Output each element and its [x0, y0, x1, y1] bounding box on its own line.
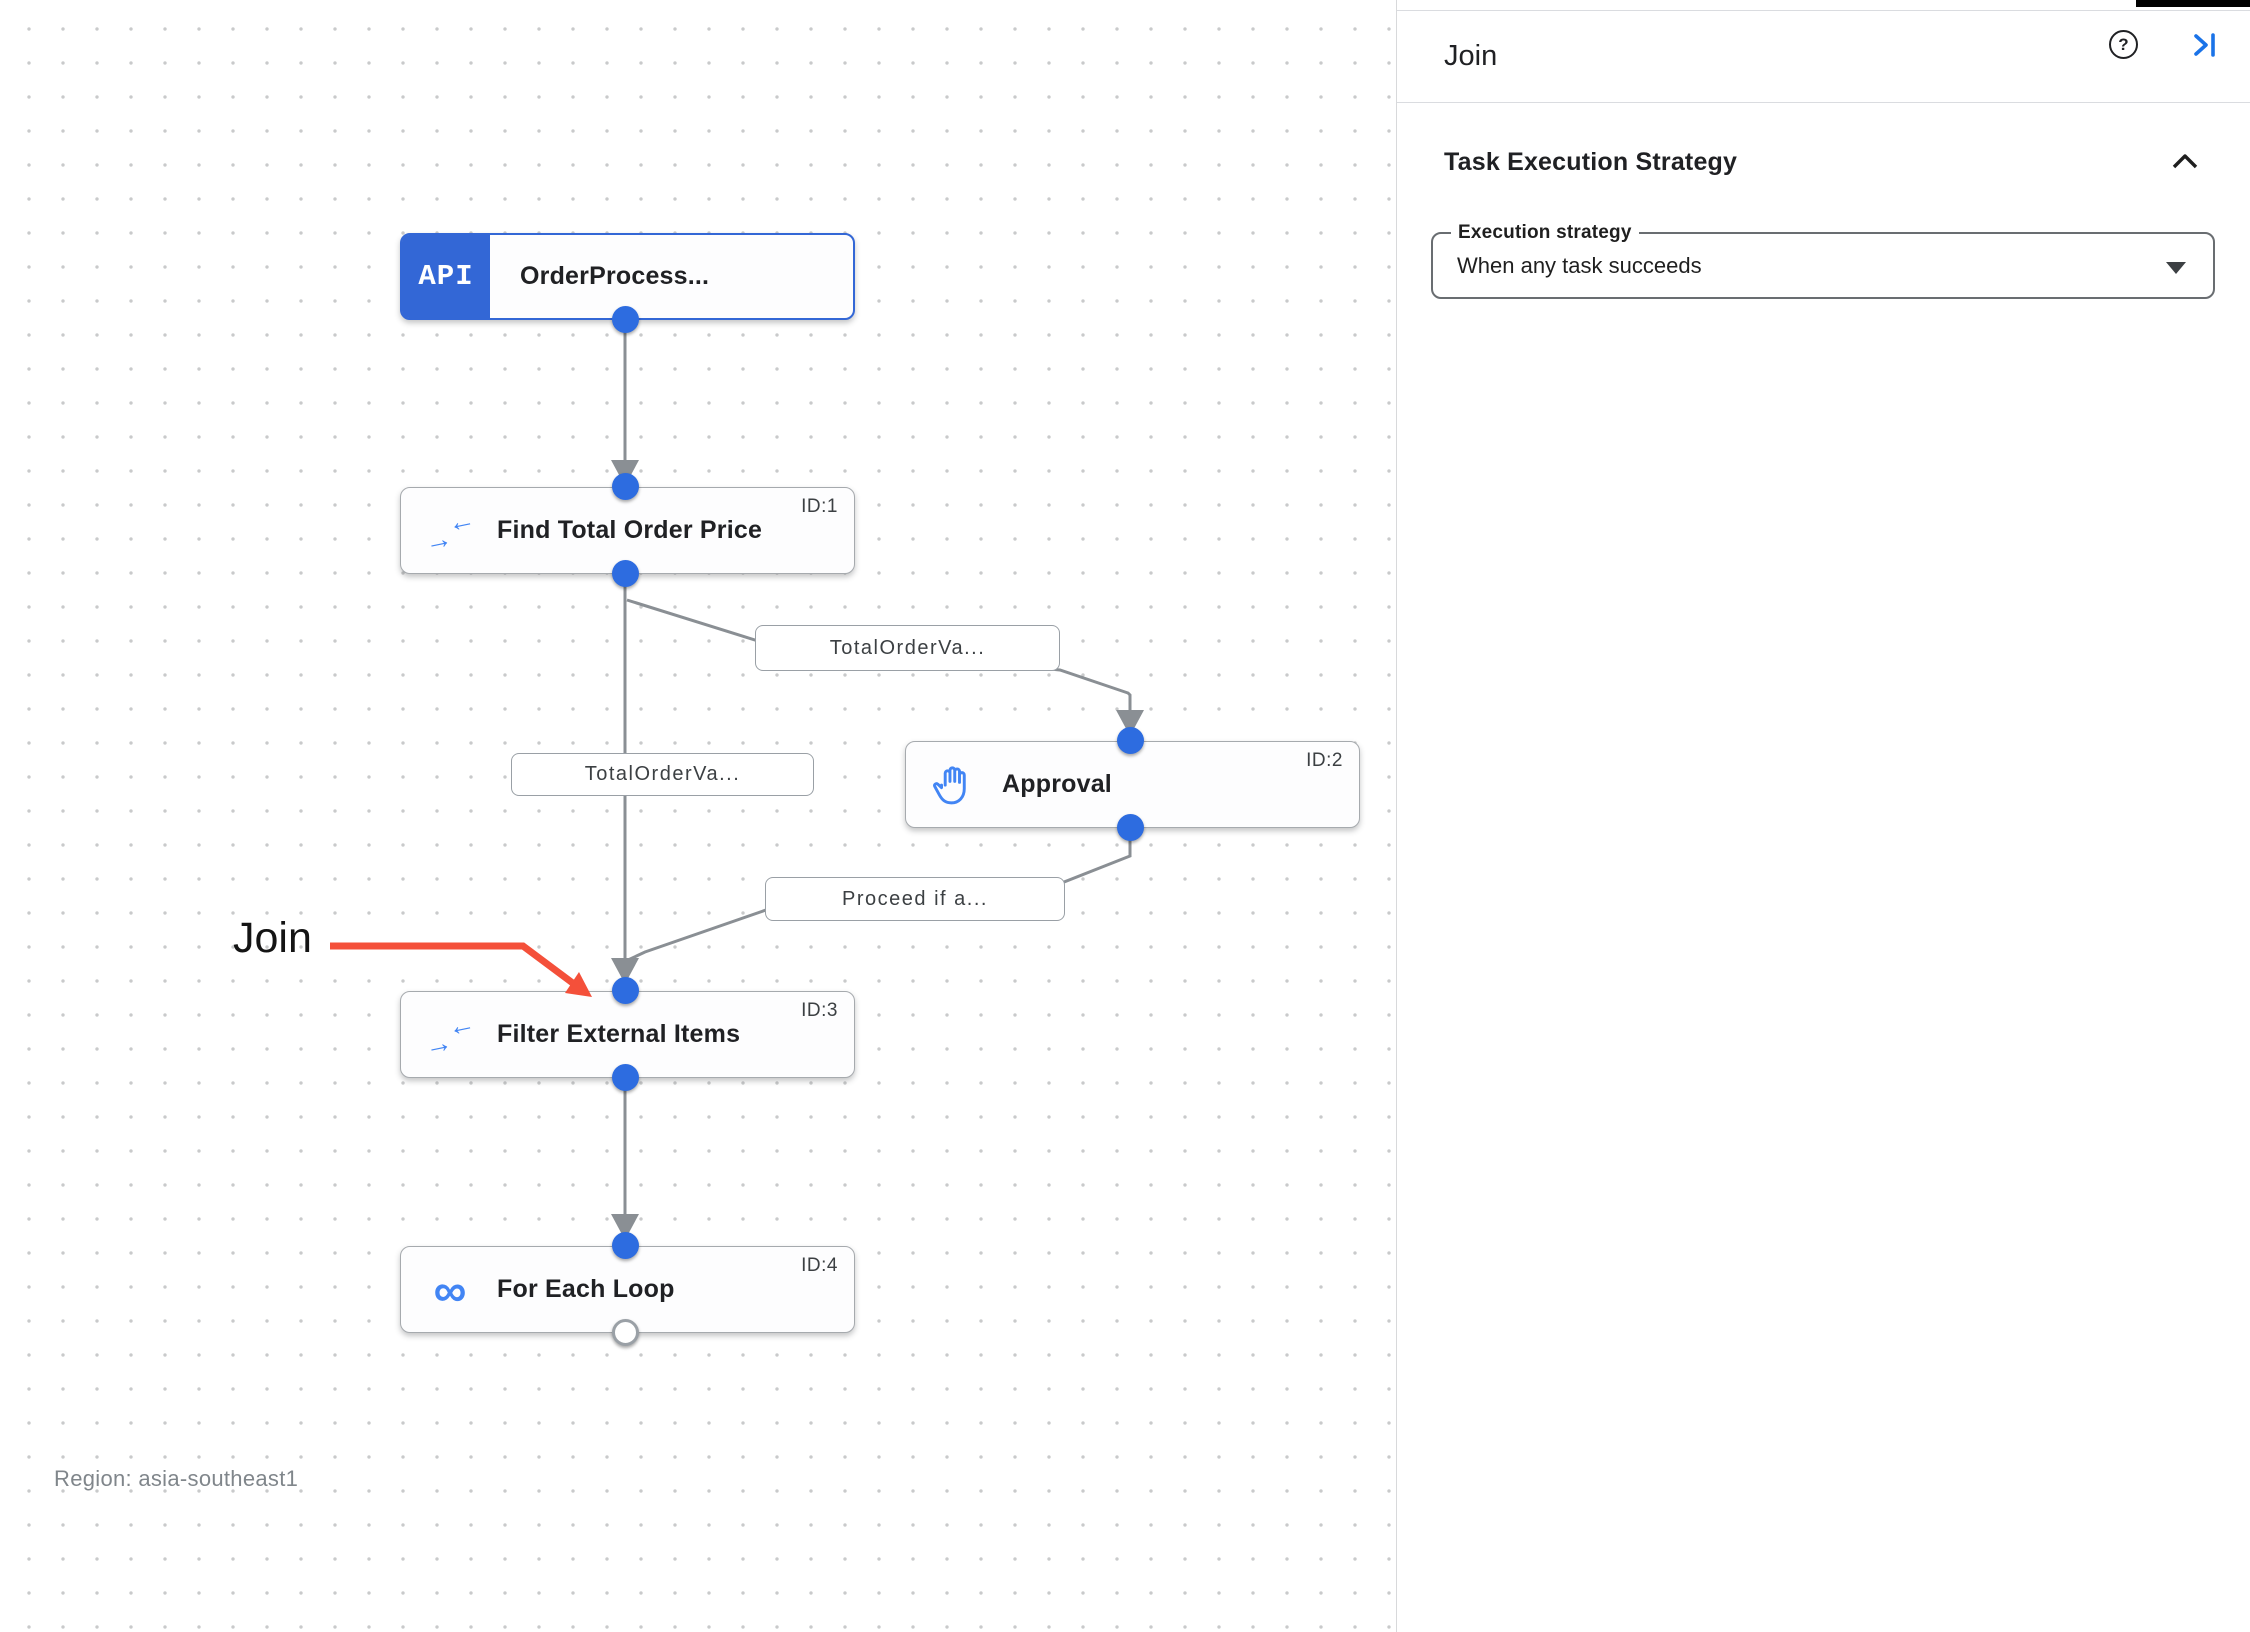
node-id-badge: ID:1	[801, 496, 838, 517]
node-id-badge: ID:3	[801, 1000, 838, 1021]
task-execution-strategy-section[interactable]: Task Execution Strategy	[1444, 148, 2204, 177]
panel-header: Join	[1397, 11, 2250, 103]
config-panel: Join ? Task Execution Strategy Execution…	[1396, 0, 2250, 1632]
node-title: Filter External Items	[497, 1020, 741, 1048]
node-title: Approval	[1002, 770, 1112, 798]
map-arrow-left-glyph: ←	[445, 1007, 478, 1042]
connection-dot-foreach-out-open[interactable]	[612, 1319, 639, 1346]
top-black-bar	[2136, 0, 2250, 7]
node-title: OrderProcess...	[520, 262, 710, 290]
connection-dot-findprice-in[interactable]	[612, 473, 639, 500]
node-for-each-loop[interactable]: ∞ For Each Loop ID:4	[400, 1246, 855, 1333]
node-find-total-order-price[interactable]: → ← Find Total Order Price ID:1	[400, 487, 855, 574]
hand-approval-icon	[932, 762, 978, 808]
infinity-glyph: ∞	[433, 1263, 467, 1316]
node-title: Find Total Order Price	[497, 516, 763, 544]
connection-dot-approval-out[interactable]	[1117, 814, 1144, 841]
help-glyph: ?	[2118, 34, 2129, 54]
edge-label-text: TotalOrderVa...	[584, 763, 741, 785]
workflow-canvas[interactable]: TotalOrderVa... TotalOrderVa... Proceed …	[0, 0, 1396, 1632]
api-trigger-badge: API	[402, 235, 490, 318]
connection-dot-foreach-in[interactable]	[612, 1232, 639, 1259]
execution-strategy-label: Execution strategy	[1451, 222, 1639, 244]
caret-down-icon	[2166, 262, 2186, 274]
data-mapping-icon: → ←	[422, 1007, 478, 1061]
connection-dot-filter-in-join[interactable]	[612, 977, 639, 1004]
connection-dot-findprice-out[interactable]	[612, 560, 639, 587]
execution-strategy-select[interactable]: Execution strategy When any task succeed…	[1431, 222, 2215, 299]
node-id-badge: ID:4	[801, 1255, 838, 1276]
connection-dot-approval-in[interactable]	[1117, 727, 1144, 754]
edge-label-text: TotalOrderVa...	[829, 636, 986, 659]
join-annotation-label: Join	[233, 914, 312, 962]
panel-title: Join	[1444, 40, 1498, 72]
edge-label-text: Proceed if a...	[842, 887, 988, 910]
node-approval[interactable]: Approval ID:2	[905, 741, 1360, 828]
loop-infinity-icon: ∞	[427, 1267, 473, 1313]
connection-dot-orderprocess-out[interactable]	[612, 306, 639, 333]
connection-dot-filter-out[interactable]	[612, 1064, 639, 1091]
region-label: Region: asia-southeast1	[54, 1466, 299, 1491]
panel-top-divider	[1397, 10, 2250, 11]
execution-strategy-value: When any task succeeds	[1457, 252, 1702, 278]
data-mapping-icon: → ←	[422, 503, 478, 557]
node-title: For Each Loop	[497, 1275, 675, 1303]
edge-label-total-order-value-left[interactable]: TotalOrderVa...	[511, 753, 814, 796]
help-icon[interactable]: ?	[2109, 30, 2138, 59]
node-id-badge: ID:2	[1306, 750, 1343, 771]
map-arrow-left-glyph: ←	[445, 503, 478, 538]
collapse-panel-icon[interactable]	[2191, 31, 2221, 64]
edge-label-total-order-value-right[interactable]: TotalOrderVa...	[755, 625, 1060, 671]
section-title: Task Execution Strategy	[1444, 148, 1738, 176]
chevron-up-icon[interactable]	[2170, 151, 2200, 174]
edge-label-proceed-if[interactable]: Proceed if a...	[765, 877, 1065, 921]
